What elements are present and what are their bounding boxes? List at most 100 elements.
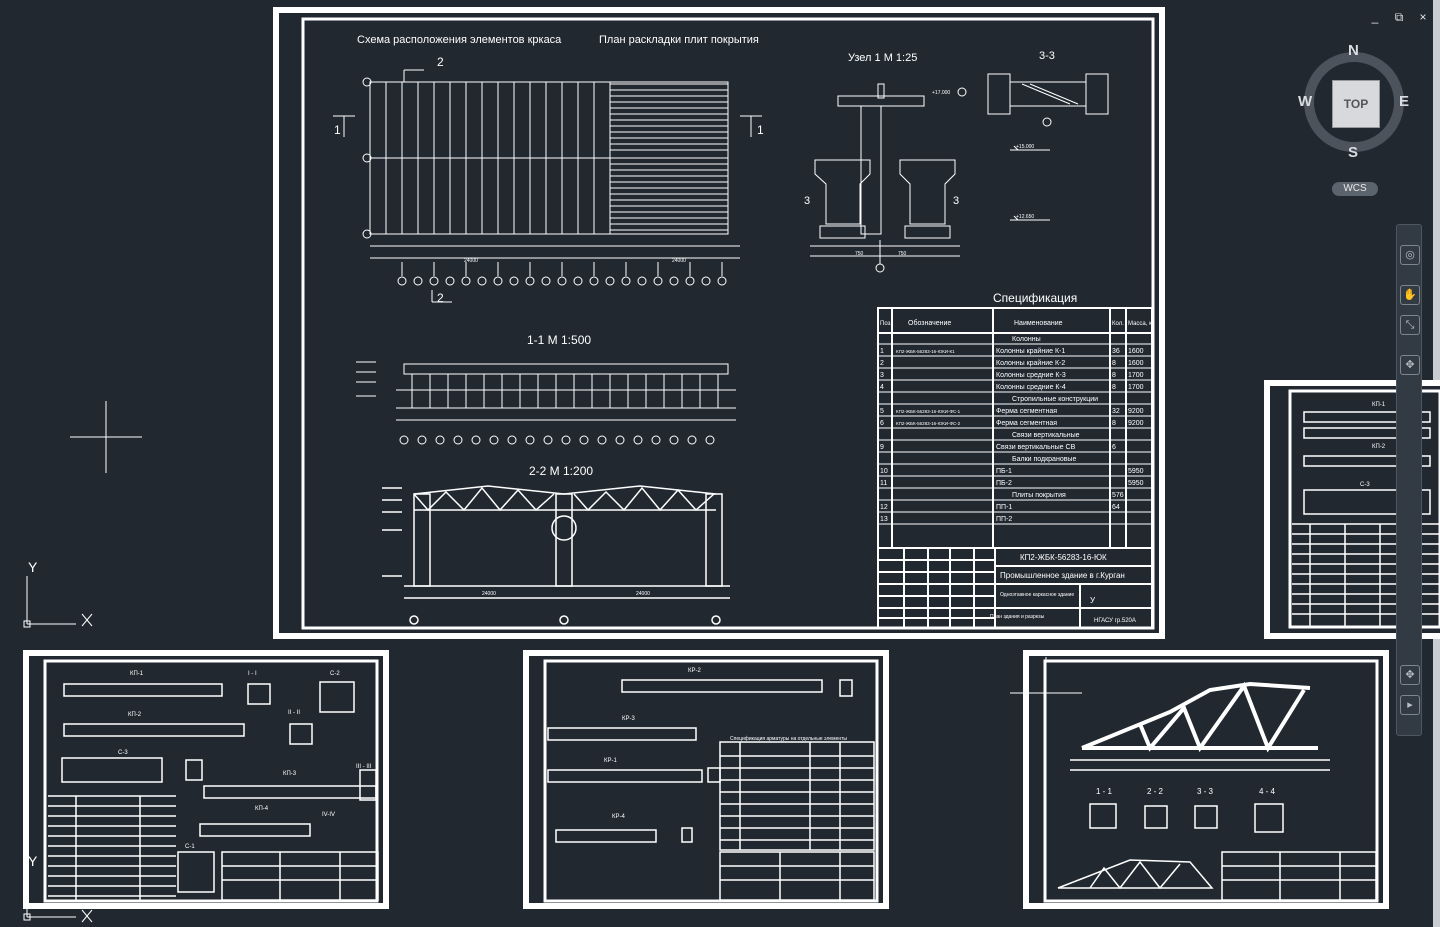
level-15000: +15.000: [1016, 144, 1034, 150]
cut-1-right: 1: [757, 123, 764, 137]
compass-south[interactable]: S: [1348, 144, 1359, 161]
orbit-icon[interactable]: ✥: [1400, 355, 1420, 375]
spec-cell: ПП-2: [996, 516, 1012, 523]
restore-button[interactable]: ⧉: [1394, 10, 1404, 24]
spec-cell: Колонны средние К-3: [996, 372, 1066, 379]
steering-wheel-icon[interactable]: ◎: [1400, 245, 1420, 265]
bl-s33: III - III: [356, 764, 372, 770]
navigation-bar[interactable]: ◎ ✋ ⤡ ✥ ✥ ▸: [1396, 224, 1422, 736]
spec-cell: Плиты покрытия: [1012, 492, 1066, 499]
showmotion-icon[interactable]: ▸: [1400, 695, 1420, 715]
title-block: [877, 547, 1153, 629]
spec-cell: 1700: [1128, 372, 1144, 379]
plan-dim-2: 24000: [672, 258, 686, 264]
spec-cell: Колонны крайние К-2: [996, 359, 1065, 367]
spec-cell: 8: [1112, 372, 1116, 379]
spec-header-4: Масса, кг: [1128, 321, 1155, 327]
section-2-2: [382, 485, 730, 625]
br-s44: 4 - 4: [1259, 787, 1276, 796]
compass-east[interactable]: E: [1399, 93, 1410, 110]
bm-spec: Спецификация арматуры на отдельные элеме…: [730, 736, 847, 742]
bl-c1: С-1: [185, 844, 195, 850]
spec-cell: 9: [880, 444, 884, 451]
spec-cell: 10: [880, 468, 888, 475]
bl-kp1: КП-1: [130, 671, 144, 677]
spec-cell: Колонны: [1012, 336, 1041, 343]
spec-cell: 1700: [1128, 384, 1144, 391]
minimize-button[interactable]: _: [1371, 10, 1379, 24]
sheet-bottom-left[interactable]: КП-1 КП-2 КП-3 КП-4 С-1 С-2 С-3 I - I II…: [23, 650, 389, 909]
spec-cell: 4: [880, 384, 884, 391]
spec-cell: 6: [1112, 444, 1116, 451]
sheet-r-kp1: КП-1: [1372, 402, 1386, 408]
br-s33: 3 - 3: [1197, 787, 1214, 796]
spec-cell: 32: [1112, 408, 1120, 415]
section-2-2-title: 2-2 М 1:200: [529, 464, 593, 478]
sheet-bottom-middle[interactable]: КР-2 КР-3 КР-1 КР-4 Спецификация арматур…: [523, 650, 889, 909]
bl-kp4: КП-4: [255, 806, 269, 812]
bl-s22: II - II: [288, 710, 300, 716]
spec-cell: 1: [880, 348, 884, 355]
sheet-main[interactable]: Схема расположения элементов кркаса План…: [273, 7, 1165, 639]
bm-kr2: КР-2: [688, 668, 701, 674]
node-detail: [810, 73, 1109, 273]
ucs-y: Y: [28, 559, 38, 575]
node-title: Узел 1 М 1:25: [848, 52, 917, 64]
crosshair-cursor-2: [1010, 657, 1082, 729]
spec-cell: 6: [880, 420, 884, 427]
bl-s11: I - I: [248, 671, 257, 677]
spec-cell: 5: [880, 408, 884, 415]
spec-cell: КП2-ЖБК-56283-16-ЮКИ-ФС-2: [896, 421, 961, 426]
spec-cell: 8: [1112, 420, 1116, 427]
spec-cell: КП2-ЖБК-56283-16-ЮКИ-К1: [896, 349, 955, 354]
cut-2-bottom: 2: [437, 291, 444, 305]
stamp-org: НГАСУ гр.520А: [1094, 618, 1136, 624]
dim-750-a: 750: [855, 251, 864, 257]
spec-cell: 8: [1112, 360, 1116, 367]
cut-3-right: 3: [953, 195, 959, 207]
spec-cell: КП2-ЖБК-56283-16-ЮКИ-ФС-1: [896, 409, 961, 414]
spec-header-0: Поз.: [880, 321, 892, 327]
spec-cell: 5950: [1128, 468, 1144, 475]
sheet-r-kp2: КП-2: [1372, 444, 1386, 450]
bm-kr3: КР-3: [622, 716, 635, 722]
spec-cell: ПП-1: [996, 504, 1012, 511]
compass-west[interactable]: W: [1298, 93, 1313, 110]
bm-kr1: КР-1: [604, 758, 617, 764]
pan-icon[interactable]: ✋: [1400, 285, 1420, 305]
cut-1-left: 1: [334, 123, 341, 137]
window-controls: _ ⧉ ×: [1368, 10, 1430, 25]
wcs-menu[interactable]: WCS: [1332, 182, 1378, 196]
main-title-left: Схема расположения элементов кркаса: [357, 34, 562, 46]
compass-north[interactable]: N: [1348, 42, 1359, 59]
level-17000: +17.000: [932, 90, 950, 96]
section-1-1-title: 1-1 М 1:500: [527, 333, 591, 347]
stamp-object: Промышленное здание в г.Курган: [1000, 571, 1125, 580]
spec-header-3: Кол.: [1112, 321, 1124, 327]
spec-cell: Колонны крайние К-1: [996, 347, 1065, 355]
spec-cell: 2: [880, 360, 884, 367]
ucs-icon: [23, 576, 93, 628]
sheet-bottom-right[interactable]: 1 - 1 2 - 2 3 - 3 4 - 4: [1023, 650, 1389, 909]
orbit-tool-icon[interactable]: ✥: [1400, 665, 1420, 685]
spec-cell: 1600: [1128, 360, 1144, 367]
br-s22: 2 - 2: [1147, 787, 1164, 796]
bl-kp3: КП-3: [283, 771, 297, 777]
viewcube[interactable]: N S E W TOP WCS: [1298, 42, 1416, 196]
spec-cell: Связи вертикальные СВ: [996, 444, 1076, 451]
viewcube-top-face[interactable]: TOP: [1332, 80, 1380, 128]
zoom-icon[interactable]: ⤡: [1400, 315, 1420, 335]
spec-cell: 1600: [1128, 348, 1144, 355]
close-button[interactable]: ×: [1419, 10, 1427, 24]
spec-cell: Стропильные конструкции: [1012, 396, 1098, 403]
compass-ring[interactable]: [1304, 52, 1404, 152]
spec-cell: ПБ-1: [996, 468, 1012, 475]
span-1: 24000: [482, 591, 496, 597]
spec-cell: 576: [1112, 492, 1124, 499]
cut-3-left: 3: [804, 195, 810, 207]
span-2: 24000: [636, 591, 650, 597]
spec-cell: Ферма сегментная: [996, 408, 1057, 415]
spec-cell: 64: [1112, 504, 1120, 511]
